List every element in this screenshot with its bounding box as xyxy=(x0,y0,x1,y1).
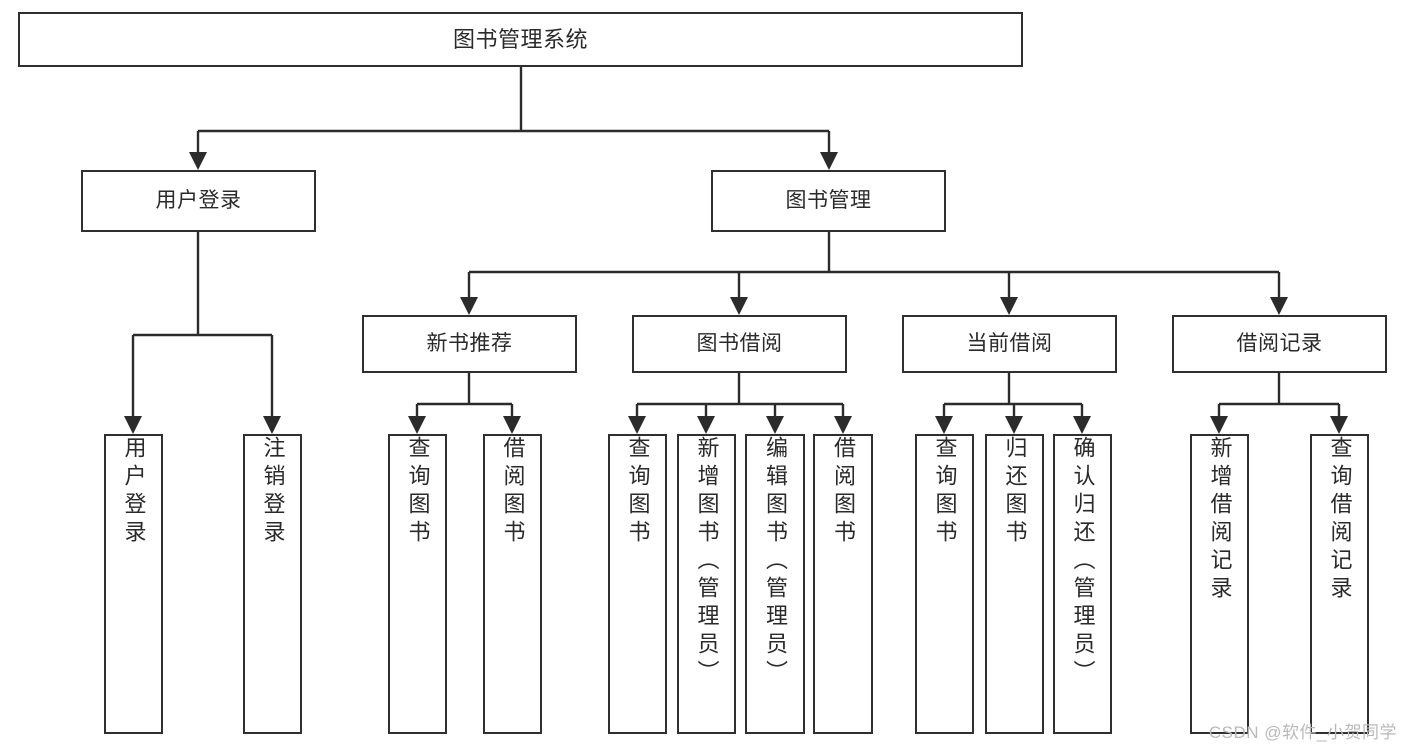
node-root[interactable]: 图书管理系统 xyxy=(18,12,1023,67)
leaf-user-login-label: 用户登录 xyxy=(121,436,147,548)
leaf-user-login[interactable]: 用户登录 xyxy=(104,434,163,734)
leaf-query-borrow-record[interactable]: 查询借阅记录 xyxy=(1310,434,1369,734)
node-user-login-label: 用户登录 xyxy=(155,188,242,212)
leaf-query-books-current-label: 查询图书 xyxy=(932,436,958,548)
leaf-edit-book-admin[interactable]: 编辑图书（管理员） xyxy=(745,434,805,734)
leaf-logout[interactable]: 注销登录 xyxy=(243,434,302,734)
node-current-borrow[interactable]: 当前借阅 xyxy=(902,315,1117,373)
leaf-edit-book-admin-label: 编辑图书（管理员） xyxy=(763,436,788,688)
leaf-confirm-return-admin[interactable]: 确认归还（管理员） xyxy=(1053,434,1112,734)
leaf-return-book[interactable]: 归还图书 xyxy=(985,434,1044,734)
leaf-query-books-borrow-label: 查询图书 xyxy=(625,436,651,548)
node-book-management-label: 图书管理 xyxy=(785,188,872,212)
leaf-query-books-borrow[interactable]: 查询图书 xyxy=(608,434,667,734)
node-new-book-recommend[interactable]: 新书推荐 xyxy=(362,315,577,373)
node-borrow-records[interactable]: 借阅记录 xyxy=(1172,315,1387,373)
connector-level2-books-to-level3 xyxy=(460,232,1288,315)
leaf-query-borrow-record-label: 查询借阅记录 xyxy=(1327,436,1353,604)
leaf-borrow-books-new[interactable]: 借阅图书 xyxy=(483,434,542,734)
connector-newbooks-to-leaves xyxy=(408,373,521,434)
leaf-add-borrow-record[interactable]: 新增借阅记录 xyxy=(1190,434,1249,734)
node-book-borrow-label: 图书借阅 xyxy=(696,331,783,355)
node-book-borrow[interactable]: 图书借阅 xyxy=(632,315,847,373)
leaf-logout-label: 注销登录 xyxy=(260,436,286,548)
leaf-add-book-admin-label: 新增图书（管理员） xyxy=(694,436,720,688)
connector-current-to-leaves xyxy=(935,373,1091,434)
csdn-watermark: CSDN @软件_小贺同学 xyxy=(1208,723,1397,742)
connector-records-to-leaves xyxy=(1210,373,1348,434)
node-current-borrow-label: 当前借阅 xyxy=(966,331,1053,355)
connector-borrow-to-leaves xyxy=(628,373,852,434)
connector-login-to-leaves xyxy=(124,232,281,434)
node-user-login[interactable]: 用户登录 xyxy=(81,170,316,232)
leaf-query-books-new-label: 查询图书 xyxy=(405,436,431,548)
leaf-return-book-label: 归还图书 xyxy=(1002,436,1028,548)
node-new-book-recommend-label: 新书推荐 xyxy=(426,331,513,355)
leaf-borrow-books-new-label: 借阅图书 xyxy=(500,436,526,548)
leaf-query-books-new[interactable]: 查询图书 xyxy=(388,434,447,734)
node-root-label: 图书管理系统 xyxy=(452,26,588,52)
leaf-confirm-return-admin-label: 确认归还（管理员） xyxy=(1070,436,1096,688)
leaf-query-books-current[interactable]: 查询图书 xyxy=(915,434,974,734)
leaf-add-borrow-record-label: 新增借阅记录 xyxy=(1207,436,1233,604)
node-book-management[interactable]: 图书管理 xyxy=(711,170,946,232)
leaf-borrow-book-label: 借阅图书 xyxy=(831,436,856,548)
connector-root-to-level2 xyxy=(189,67,838,170)
node-borrow-records-label: 借阅记录 xyxy=(1236,331,1323,355)
leaf-add-book-admin[interactable]: 新增图书（管理员） xyxy=(677,434,736,734)
leaf-borrow-book[interactable]: 借阅图书 xyxy=(813,434,873,734)
